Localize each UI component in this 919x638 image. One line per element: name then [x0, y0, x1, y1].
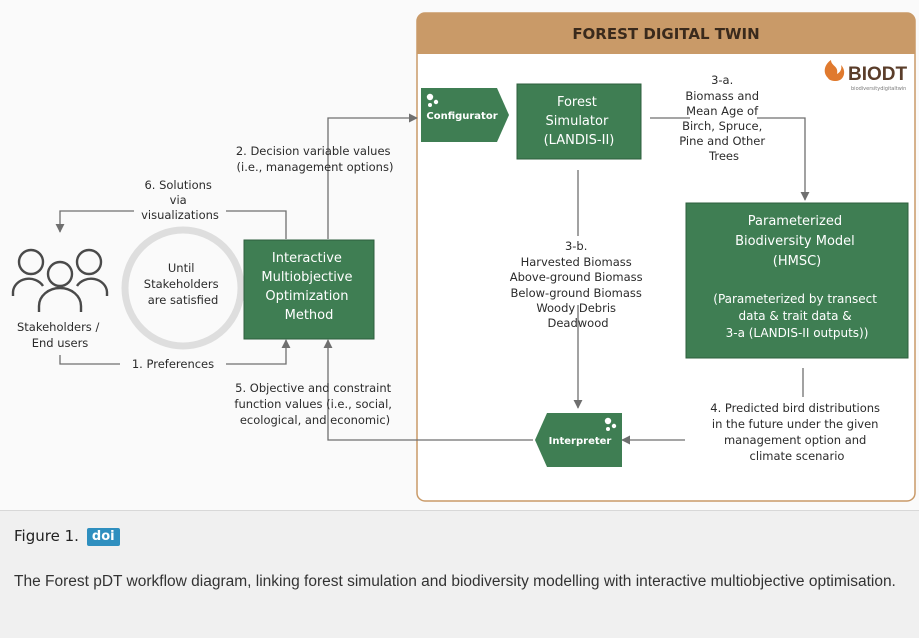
- cycle-line-2: Stakeholders: [144, 277, 219, 291]
- twin-banner: [417, 13, 915, 54]
- stakeholders-label: Stakeholders / End users: [17, 320, 103, 350]
- biodiversity-model-box: Parameterized Biodiversity Model (HMSC) …: [685, 202, 909, 359]
- workflow-diagram: FOREST DIGITAL TWIN BIODT biodiversitydi…: [11, 12, 916, 502]
- flame-icon: [824, 60, 845, 81]
- interpreter-tag: Interpreter: [535, 413, 622, 467]
- svg-text:Forest Simulator (: Forest Simulator (LANDIS-II): [544, 95, 615, 148]
- step-3a-text: 3-a. Biomass and Mean Age of Birch, Spru…: [679, 73, 769, 163]
- cycle-line-1: Until: [168, 261, 195, 275]
- interpreter-gears-icon: [604, 417, 617, 431]
- gears-icon: [426, 93, 439, 107]
- arrow-objective-values: [323, 339, 533, 441]
- svg-text:Until Stakeholders: Until Stakeholders are satisfied: [144, 261, 222, 307]
- svg-text:Configurator: Configurator: [426, 111, 497, 122]
- logo-subtext: biodiversitydigitaltwin: [851, 86, 906, 92]
- logo-text: BIODT: [848, 64, 908, 85]
- step-3b-text: 3-b. Harvested Biomass Above-ground Biom…: [510, 239, 647, 330]
- doi-link[interactable]: doi: [86, 528, 120, 546]
- svg-text:Interpreter: Interpreter: [549, 436, 612, 447]
- twin-title: FOREST DIGITAL TWIN: [572, 25, 759, 43]
- step-5-text: 5. Objective and constraint function val…: [234, 381, 395, 427]
- step-2-text: 2. Decision variable values (i.e., manag…: [236, 144, 394, 174]
- optimization-method-box: Interactive Multiobjective Optimization …: [243, 239, 375, 340]
- cycle-line-3: are satisfied: [148, 293, 219, 307]
- svg-text:Parameterized Biodiversi: Parameterized Biodiversity Model (HMSC): [735, 214, 859, 269]
- caption-text: The Forest pDT workflow diagram, linking…: [14, 573, 896, 590]
- figure-label: Figure 1. doi: [14, 527, 120, 546]
- step-4-text: 4. Predicted bird distributions in the f…: [710, 401, 883, 463]
- arrow-3a: [757, 117, 810, 201]
- stakeholders-icon: [11, 248, 109, 312]
- figure-area: FOREST DIGITAL TWIN BIODT biodiversitydi…: [11, 12, 916, 502]
- connectors: [55, 113, 810, 445]
- line-6-right: [226, 210, 287, 239]
- line-1-left: [59, 355, 120, 365]
- satisfaction-cycle: Until Stakeholders are satisfied: [121, 226, 247, 350]
- arrow-preferences: [226, 339, 291, 365]
- svg-text:(Parameterized by transect: (Parameterized by transect data & trait …: [713, 292, 880, 340]
- arrow-decision-values: [327, 113, 418, 239]
- biodt-logo: BIODT biodiversitydigitaltwin: [824, 60, 908, 92]
- arrow-solutions: [55, 210, 134, 233]
- step-6-text: 6. Solutions via visualizations: [141, 178, 219, 222]
- svg-text:Interactive Multiobjecti: Interactive Multiobjective Optimization …: [261, 251, 356, 323]
- forest-simulator-box: Forest Simulator (LANDIS-II): [516, 83, 642, 160]
- figure-caption: Figure 1. doi The Forest pDT workflow dia…: [0, 510, 919, 638]
- configurator-tag: Configurator: [421, 88, 509, 142]
- figure-number: Figure 1.: [14, 527, 79, 545]
- step-1-text: 1. Preferences: [132, 357, 214, 371]
